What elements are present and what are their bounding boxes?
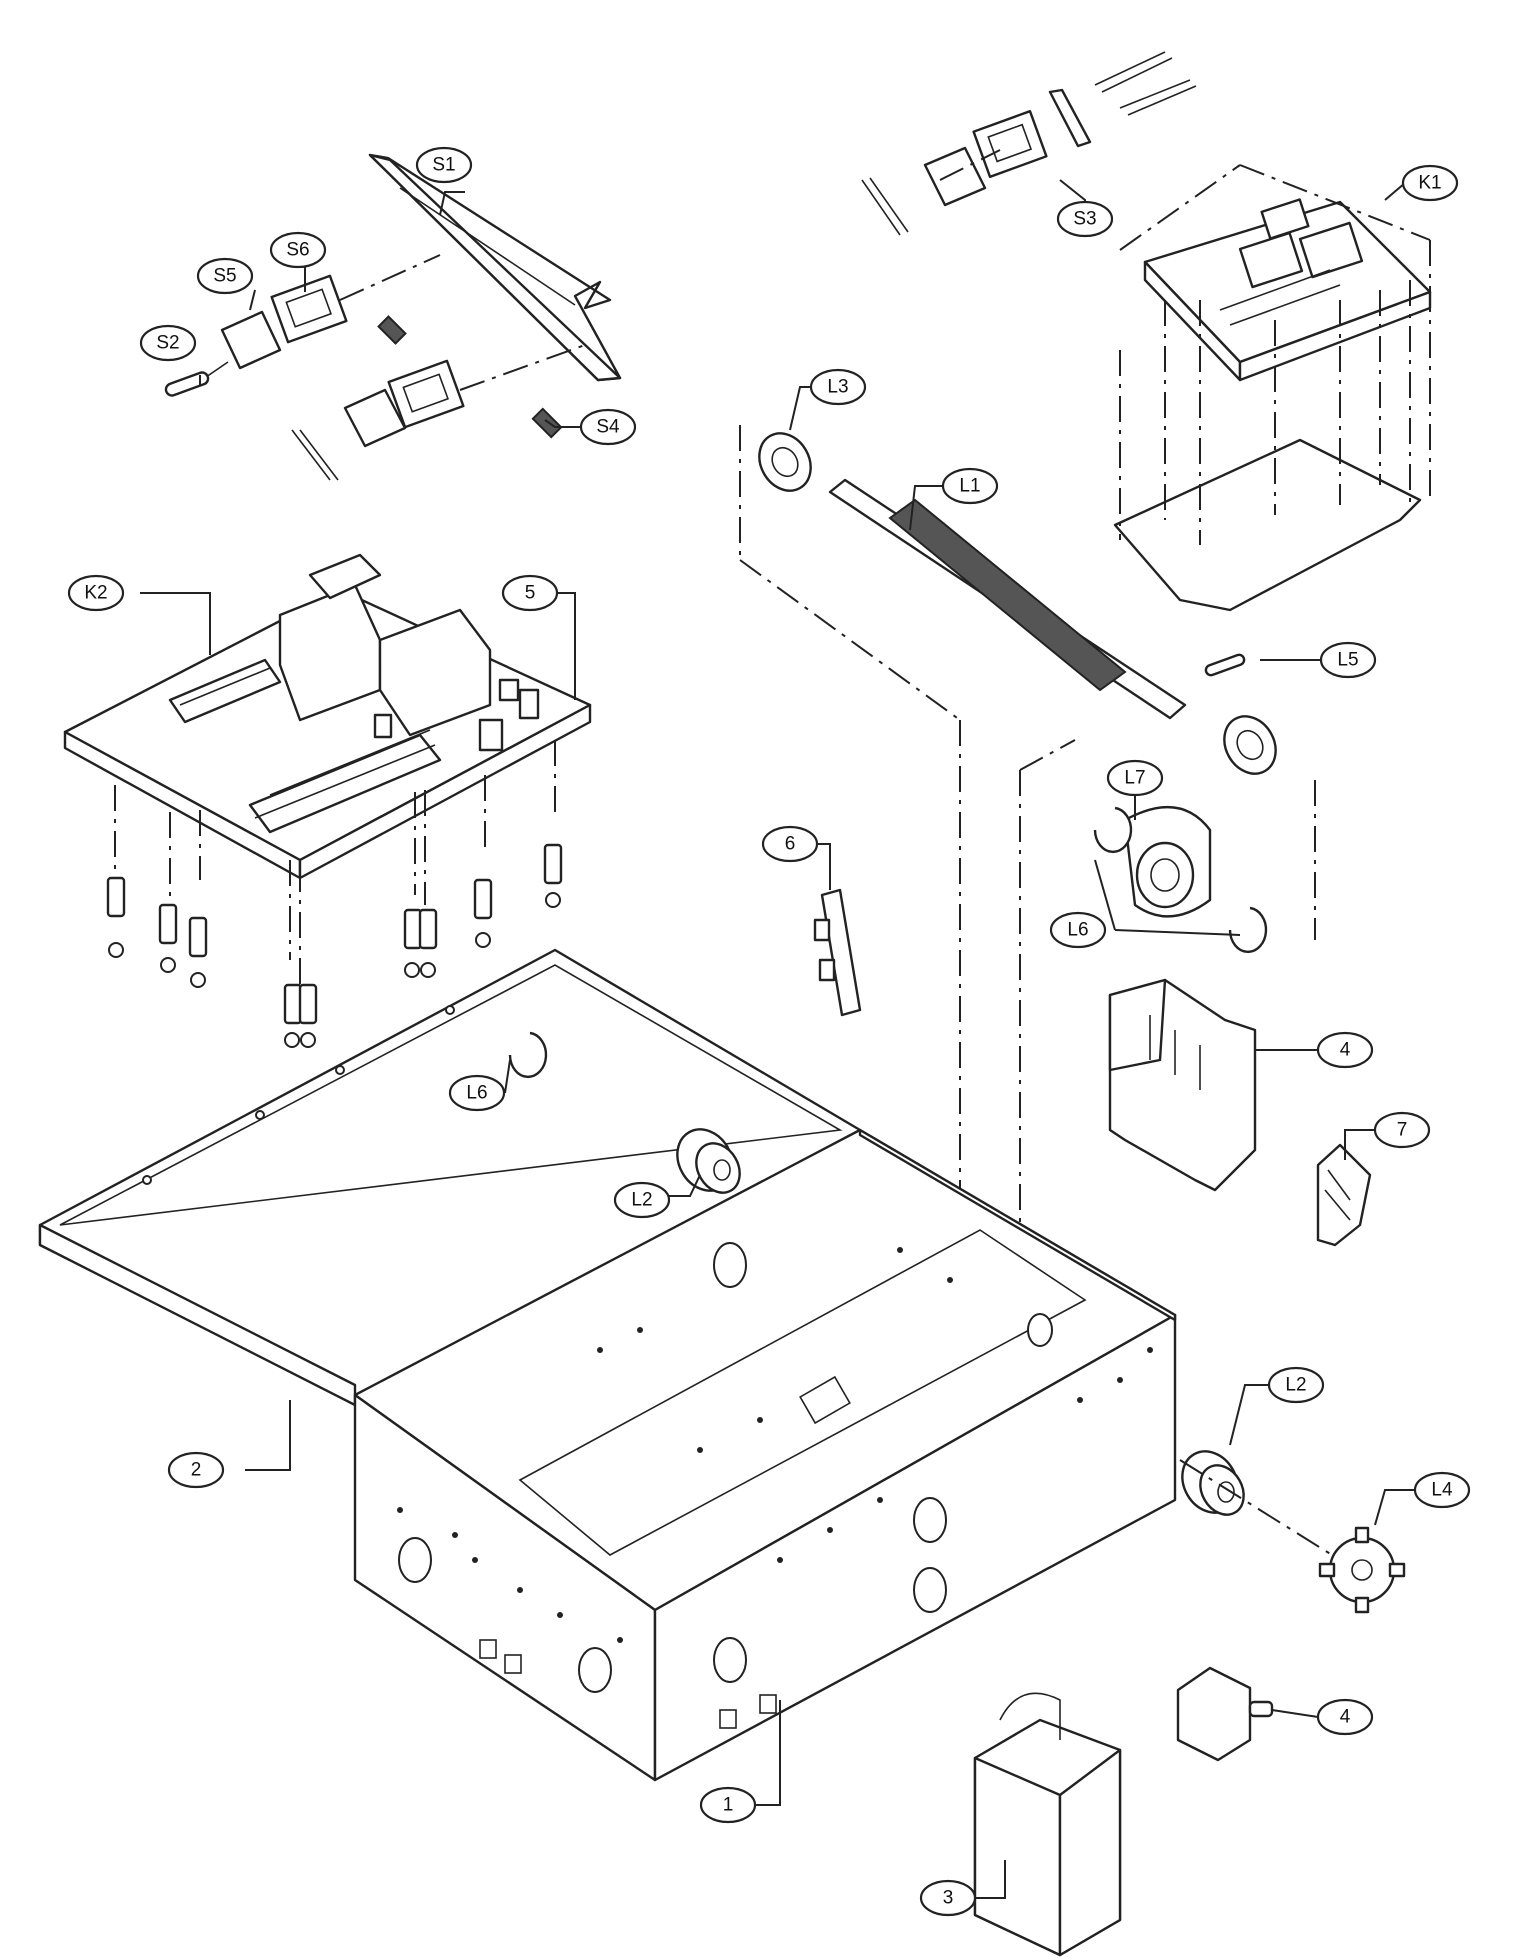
callout-label-s2: S2: [156, 333, 179, 354]
callout-l6-right: L6: [1049, 911, 1107, 949]
callout-s6: S6: [269, 231, 327, 269]
callout-label-7: 7: [1397, 1120, 1408, 1141]
callout-s1: S1: [415, 146, 473, 184]
callout-label-1: 1: [723, 1795, 734, 1816]
callout-label-l2-right: L2: [1285, 1375, 1306, 1396]
sprocket-l4: [1318, 1526, 1406, 1614]
circuit-board-k1: [1113, 164, 1432, 612]
callout-l4: L4: [1413, 1471, 1471, 1509]
callout-l5: L5: [1319, 641, 1377, 679]
drive-shaft-assembly: [739, 425, 1316, 1355]
callout-label-s1: S1: [432, 155, 455, 176]
callout-label-l6-left: L6: [466, 1083, 487, 1104]
callout-label-l7: L7: [1124, 768, 1145, 789]
callout-label-k2: K2: [84, 583, 107, 604]
circuit-breaker-4: [1176, 1666, 1274, 1762]
transformer-3: [973, 1692, 1122, 1957]
callout-label-3: 3: [943, 1888, 954, 1909]
leader-lines: [140, 179, 1415, 1899]
callout-s2: S2: [139, 324, 197, 362]
callout-label-s5: S5: [213, 266, 236, 287]
callout-label-6: 6: [785, 834, 796, 855]
callout-s3: S3: [1056, 200, 1114, 238]
callout-label-s4: S4: [596, 417, 620, 438]
callout-l3: L3: [809, 368, 867, 406]
pulley-l2-right: [1179, 1450, 1341, 1561]
callout-l2-top: L2: [613, 1181, 671, 1219]
callout-s4: S4: [579, 408, 637, 446]
callout-label-l5: L5: [1337, 650, 1358, 671]
callout-7: 7: [1373, 1111, 1431, 1149]
callout-s5: S5: [196, 257, 254, 295]
callout-label-l1: L1: [959, 476, 980, 497]
callout-2: 2: [167, 1451, 225, 1489]
clip-7: [1316, 1143, 1372, 1247]
callout-label-l2-top: L2: [631, 1190, 652, 1211]
callout-6: 6: [761, 825, 819, 863]
callout-label-4-top: 4: [1340, 1040, 1351, 1061]
callout-1: 1: [699, 1786, 757, 1824]
chassis-and-cover: [38, 948, 1177, 1782]
callout-l6-left: L6: [448, 1074, 506, 1112]
limit-switch-bracket-assembly: [164, 153, 622, 481]
callout-label-l6-right: L6: [1067, 920, 1088, 941]
callout-label-s6: S6: [286, 240, 309, 261]
limit-switch-assembly-s3: [861, 51, 1197, 236]
callout-k1: K1: [1401, 164, 1459, 202]
pulley-l2-top: [508, 1031, 741, 1194]
callout-5: 5: [501, 574, 559, 612]
callout-label-l3: L3: [827, 377, 848, 398]
callout-4-bottom: 4: [1316, 1698, 1374, 1736]
callout-l1: L1: [941, 467, 999, 505]
callout-label-l4: L4: [1431, 1480, 1453, 1501]
callout-label-2: 2: [191, 1460, 202, 1481]
callout-4-top: 4: [1316, 1031, 1374, 1069]
circuit-board-k2: [63, 553, 592, 1048]
callout-3: 3: [919, 1879, 977, 1917]
capacitor-4: [1108, 978, 1257, 1192]
bracket-6: [813, 888, 862, 1017]
callout-l7: L7: [1106, 759, 1164, 797]
callout-label-4-bottom: 4: [1340, 1707, 1351, 1728]
callout-k2: K2: [67, 574, 125, 612]
callout-l2-right: L2: [1267, 1366, 1325, 1404]
callout-label-k1: K1: [1418, 173, 1441, 194]
callout-label-5: 5: [525, 583, 536, 604]
cam-and-clips: [1093, 805, 1268, 954]
callout-label-s3: S3: [1073, 209, 1096, 230]
